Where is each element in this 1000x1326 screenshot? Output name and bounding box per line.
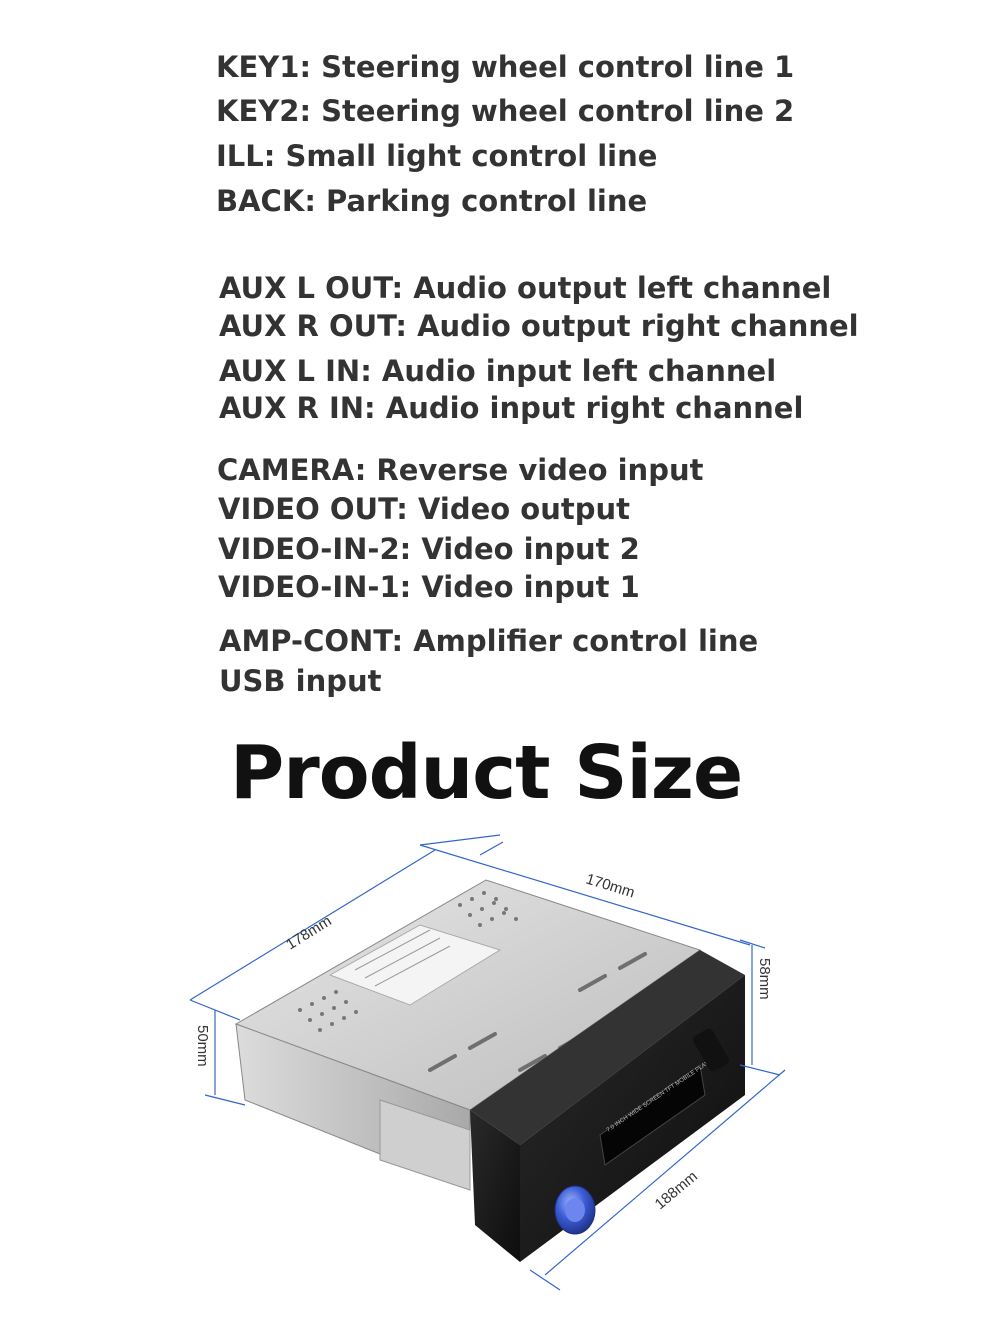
wiring-line-camera: CAMERA: Reverse video input [217, 453, 704, 487]
dimension-lines [189, 834, 786, 1291]
wiring-label-sticker [328, 924, 502, 1006]
product-size-illustration: 7.0 INCH WIDE SCREEN TFT MOBILE PLAYER 1… [189, 834, 786, 1291]
wiring-line-usb: USB input [219, 664, 382, 698]
wiring-line-aux-l-in: AUX L IN: Audio input left channel [219, 354, 777, 388]
dim-label-depth-top: 178mm [283, 912, 334, 953]
dim-label-height-back: 50mm [194, 1025, 211, 1067]
side-connectors [692, 1028, 730, 1072]
vent-holes [298, 891, 518, 1032]
wiring-line-video-in-1: VIDEO-IN-1: Video input 1 [218, 570, 640, 604]
dim-label-height-front: 58mm [756, 958, 773, 1000]
wiring-line-video-out: VIDEO OUT: Video output [218, 492, 630, 526]
wiring-line-key1: KEY1: Steering wheel control line 1 [216, 50, 795, 84]
wiring-line-key2: KEY2: Steering wheel control line 2 [216, 94, 795, 128]
wiring-line-ill: ILL: Small light control line [216, 139, 658, 173]
wiring-line-back: BACK: Parking control line [216, 184, 648, 218]
wiring-line-video-in-2: VIDEO-IN-2: Video input 2 [218, 532, 640, 566]
wiring-line-aux-r-in: AUX R IN: Audio input right channel [219, 391, 804, 425]
wiring-line-amp-cont: AMP-CONT: Amplifier control line [219, 624, 759, 658]
wiring-line-aux-l-out: AUX L OUT: Audio output left channel [219, 271, 832, 305]
chassis-side [235, 1023, 471, 1191]
volume-knob [554, 1185, 596, 1235]
front-panel [470, 950, 745, 1262]
wiring-line-aux-r-out: AUX R OUT: Audio output right channel [219, 309, 859, 343]
dim-label-width-bottom: 188mm [652, 1168, 701, 1213]
page-title: Product Size [230, 730, 743, 816]
